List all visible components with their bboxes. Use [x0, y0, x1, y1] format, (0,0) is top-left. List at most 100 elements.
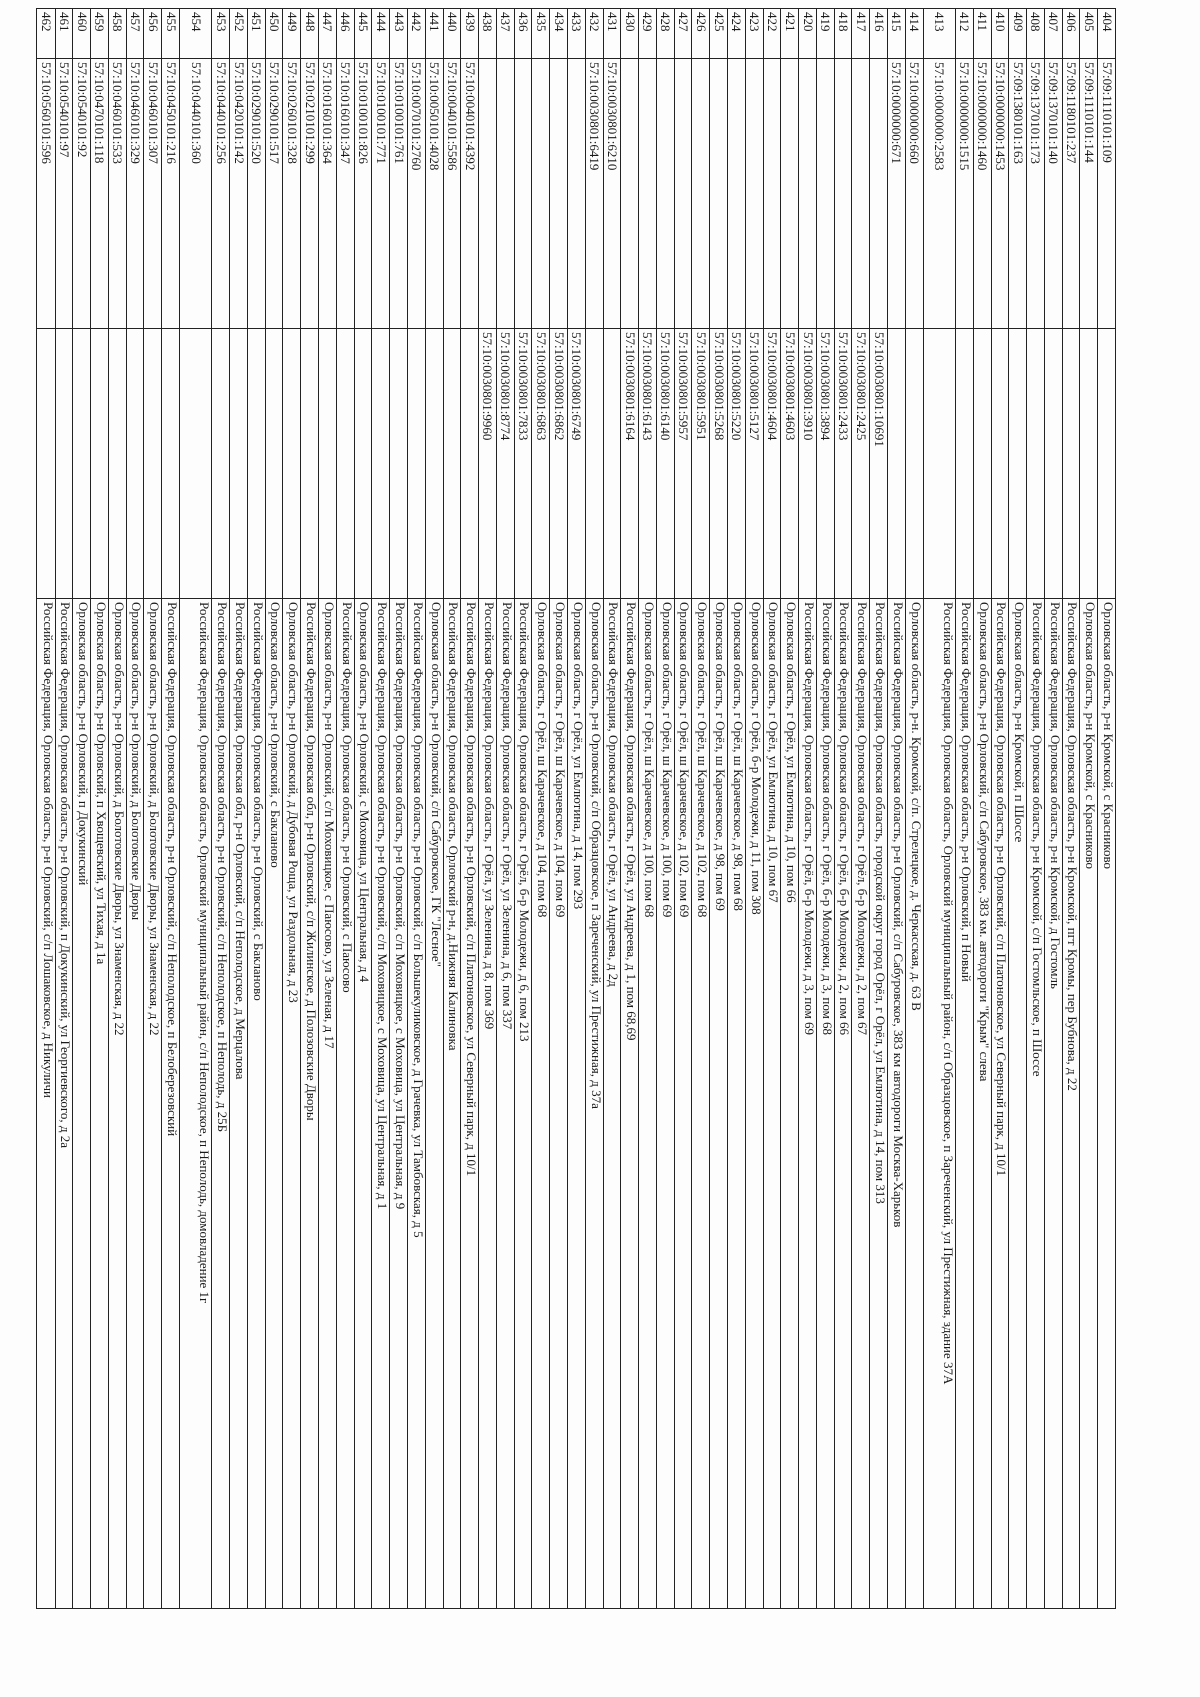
row-number-cell: 405	[1079, 8, 1098, 59]
address-cell: Российская Федерация, Орловская область,…	[247, 598, 266, 1609]
cadastral-number-cell: 57:10:0070101:2760	[407, 58, 426, 329]
cadastral-number-cell: 57:09:1180101:237	[1062, 58, 1080, 329]
row-number-cell: 447	[318, 8, 337, 59]
cadastral-number-cell	[514, 58, 532, 329]
row-number-cell: 412	[955, 8, 974, 59]
row-number-cell: 460	[72, 8, 91, 59]
row-number-cell: 424	[727, 8, 746, 59]
row-number-cell: 454	[179, 8, 212, 59]
cadastral-number-cell	[727, 58, 746, 329]
cadastral-number-cell: 57:10:0100101:761	[389, 58, 408, 329]
row-number-cell: 430	[620, 8, 639, 59]
cadastral-number-cell: 57:10:0290101:520	[247, 58, 266, 329]
parent-cadastral-number-cell	[300, 328, 319, 599]
row-number-cell: 445	[354, 8, 372, 59]
parent-cadastral-number-cell	[1044, 328, 1063, 599]
row-number-cell: 428	[656, 8, 675, 59]
address-cell: Орловская область, р-н Орловский, д Боло…	[143, 598, 162, 1609]
row-number-cell: 442	[407, 8, 426, 59]
address-cell: Орловская область, г Орёл, ш Карачевское…	[638, 598, 657, 1609]
address-cell: Российская Федерация, Орловская область,…	[1044, 598, 1063, 1609]
address-cell: Российская Федерация, Орловская область,…	[478, 598, 497, 1609]
address-cell: Российская Федерация, Орловская область,…	[798, 598, 817, 1609]
row-number-cell: 435	[531, 8, 550, 59]
address-cell: Российская Федерация, Орловская область,…	[620, 598, 639, 1609]
cadastral-number-cell: 57:10:0210101:299	[300, 58, 319, 329]
cadastral-number-cell: 57:10:0440101:256	[211, 58, 230, 329]
cadastral-number-cell: 57:10:0290101:517	[265, 58, 283, 329]
parent-cadastral-number-cell	[887, 328, 906, 599]
row-number-cell: 449	[282, 8, 301, 59]
row-number-cell: 429	[638, 8, 657, 59]
cadastral-number-cell	[834, 58, 852, 329]
cadastral-number-cell: 57:10:0540101:92	[72, 58, 91, 329]
cadastral-number-cell: 57:10:0000000:1515	[955, 58, 974, 329]
cadastral-number-cell: 57:09:1110101:109	[1097, 58, 1116, 329]
address-cell: Орловская область, г Орёл, ул Емлютина, …	[567, 598, 586, 1609]
row-number-cell: 452	[229, 8, 248, 59]
address-cell: Российская Федерация, Орловская область,…	[336, 598, 355, 1609]
row-number-cell: 409	[1008, 8, 1027, 59]
address-cell: Орловская область, г Орёл, ш Карачевское…	[656, 598, 675, 1609]
parent-cadastral-number-cell: 57:10:0030801:2433	[834, 328, 852, 599]
address-cell: Орловская область, р-н Орловский, с/п Са…	[425, 598, 444, 1609]
row-number-cell: 411	[973, 8, 992, 59]
parent-cadastral-number-cell	[425, 328, 444, 599]
parent-cadastral-number-cell	[1079, 328, 1098, 599]
row-number-cell: 426	[691, 8, 710, 59]
address-cell: Российская Федерация, Орловская область,…	[514, 598, 532, 1609]
row-number-cell: 416	[869, 8, 888, 59]
cadastral-number-cell: 57:10:0000000:1453	[991, 58, 1009, 329]
address-cell: Орловская область, р-н Орловский, с/п Са…	[973, 598, 992, 1609]
row-number-cell: 421	[780, 8, 799, 59]
row-number-cell: 436	[514, 8, 532, 59]
cadastral-number-cell: 57:10:0100101:771	[371, 58, 390, 329]
row-number-cell: 404	[1097, 8, 1116, 59]
cadastral-number-cell: 57:09:1370101:173	[1026, 58, 1045, 329]
parent-cadastral-number-cell	[905, 328, 924, 599]
row-number-cell: 418	[834, 8, 852, 59]
address-cell: Российская Федерация, Орловская область,…	[211, 598, 230, 1609]
cadastral-number-cell: 57:10:0160101:347	[336, 58, 355, 329]
cadastral-number-cell: 57:10:0160101:364	[318, 58, 337, 329]
parent-cadastral-number-cell: 57:10:0030801:6143	[638, 328, 657, 599]
parent-cadastral-number-cell	[282, 328, 301, 599]
row-number-cell: 427	[674, 8, 692, 59]
cadastral-number-cell: 57:10:0050101:4028	[425, 58, 444, 329]
parent-cadastral-number-cell	[407, 328, 426, 599]
row-number-cell: 410	[991, 8, 1009, 59]
row-number-cell: 455	[161, 8, 180, 59]
cadastral-number-cell: 57:10:0000000:671	[887, 58, 906, 329]
cadastral-number-cell	[869, 58, 888, 329]
cadastral-number-cell	[691, 58, 710, 329]
parent-cadastral-number-cell	[460, 328, 479, 599]
address-cell: Российская Федерация, Орловская область,…	[923, 598, 956, 1609]
parent-cadastral-number-cell	[1026, 328, 1045, 599]
row-number-cell: 407	[1044, 8, 1063, 59]
address-cell: Орловская область, р-н Орловский, с/п Об…	[585, 598, 604, 1609]
parent-cadastral-number-cell	[371, 328, 390, 599]
cadastral-number-cell	[531, 58, 550, 329]
row-number-cell: 448	[300, 8, 319, 59]
cadastral-number-cell	[567, 58, 586, 329]
parent-cadastral-number-cell	[1008, 328, 1027, 599]
parent-cadastral-number-cell	[55, 328, 73, 599]
row-number-cell: 434	[549, 8, 568, 59]
row-number-cell: 458	[108, 8, 127, 59]
